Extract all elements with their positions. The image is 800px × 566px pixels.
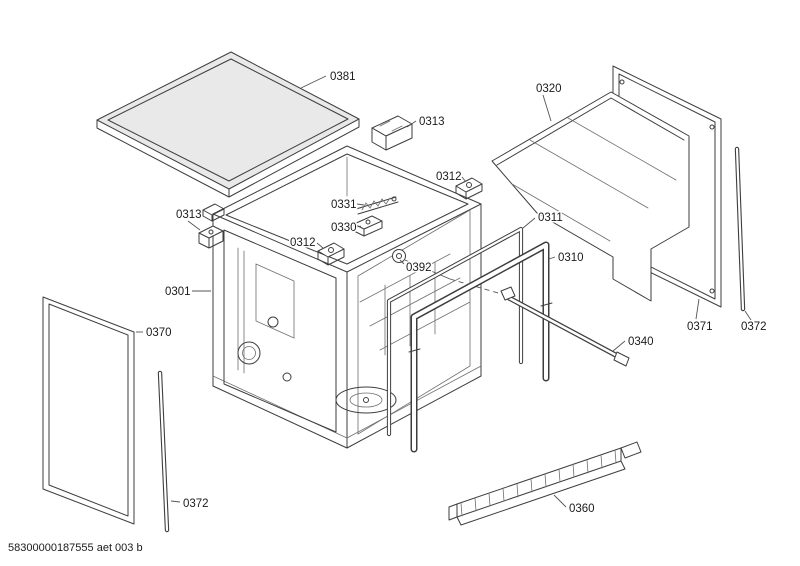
part-number: 0301 (165, 286, 191, 298)
leader-line (170, 500, 181, 503)
leader-line (406, 120, 417, 128)
part-number: 0381 (330, 71, 356, 83)
part-number: 0310 (558, 252, 584, 264)
part-trim-strip-left (157, 370, 170, 533)
leader-line (399, 259, 405, 265)
label-0360: 0360 (553, 494, 596, 517)
part-number: 0392 (406, 262, 432, 274)
part-seal-frame-outer (386, 226, 524, 437)
part-worktop (96, 51, 360, 198)
leader-line (744, 310, 752, 321)
part-number: 0313 (419, 116, 445, 128)
part-drain-tube (500, 286, 630, 367)
leader-line (695, 298, 700, 320)
part-hinge-bracket-left (198, 225, 224, 249)
label-0340: 0340 (612, 335, 655, 352)
part-number: 0360 (569, 503, 595, 515)
label-0313-top: 0313 (406, 115, 446, 130)
leader-line (553, 494, 567, 508)
label-0330: 0330 (330, 221, 362, 236)
part-number: 0331 (331, 199, 357, 211)
part-corner-bracket-right (455, 177, 483, 200)
document-code: 58300000187555 aet 003 b (8, 542, 143, 554)
leader-line (522, 217, 536, 229)
label-0312-left: 0312 (289, 236, 324, 251)
part-number: 0311 (538, 212, 563, 224)
part-grommet (392, 249, 406, 263)
part-spring-rail (355, 196, 399, 215)
part-base-trim (448, 441, 642, 526)
part-insulation-mat (491, 91, 690, 302)
leader-line (461, 176, 467, 183)
part-number: 0313 (176, 209, 202, 221)
label-0320: 0320 (535, 82, 563, 122)
leader-line (356, 203, 365, 206)
label-0310: 0310 (548, 251, 585, 266)
assembly-direction-line (404, 259, 506, 296)
leader-line (612, 340, 626, 352)
label-0372-left: 0372 (170, 497, 210, 512)
leader-line (542, 94, 552, 122)
part-number: 0320 (536, 83, 562, 95)
part-number: 0371 (687, 321, 713, 333)
part-number: 0330 (331, 222, 357, 234)
label-0371: 0371 (686, 298, 714, 335)
part-cabinet (202, 145, 482, 449)
leader-line (548, 256, 556, 260)
leader-line (356, 225, 362, 228)
label-0392: 0392 (399, 259, 433, 276)
label-0372-right: 0372 (740, 310, 768, 335)
label-0311: 0311 (522, 211, 564, 229)
part-seal-channel (408, 241, 553, 453)
label-0331: 0331 (330, 198, 365, 213)
part-trim-strip-right (734, 146, 746, 312)
part-number: 0372 (183, 498, 209, 510)
leader-line (300, 75, 327, 89)
part-latch (353, 215, 383, 237)
label-0381: 0381 (300, 70, 357, 89)
part-number: 0312 (436, 171, 462, 183)
label-0312-right: 0312 (435, 170, 467, 185)
part-side-panel-left (42, 296, 135, 525)
leader-line (187, 220, 201, 231)
part-number: 0312 (290, 237, 316, 249)
label-0313-left: 0313 (175, 208, 203, 231)
part-corner-bracket-front (317, 242, 345, 266)
part-mounting-bracket-top (371, 115, 413, 151)
part-number: 0370 (146, 327, 172, 339)
label-0370: 0370 (136, 326, 173, 341)
label-0301: 0301 (164, 285, 211, 300)
part-number: 0372 (741, 321, 767, 333)
leader-line (316, 242, 324, 249)
part-number: 0340 (628, 336, 654, 348)
